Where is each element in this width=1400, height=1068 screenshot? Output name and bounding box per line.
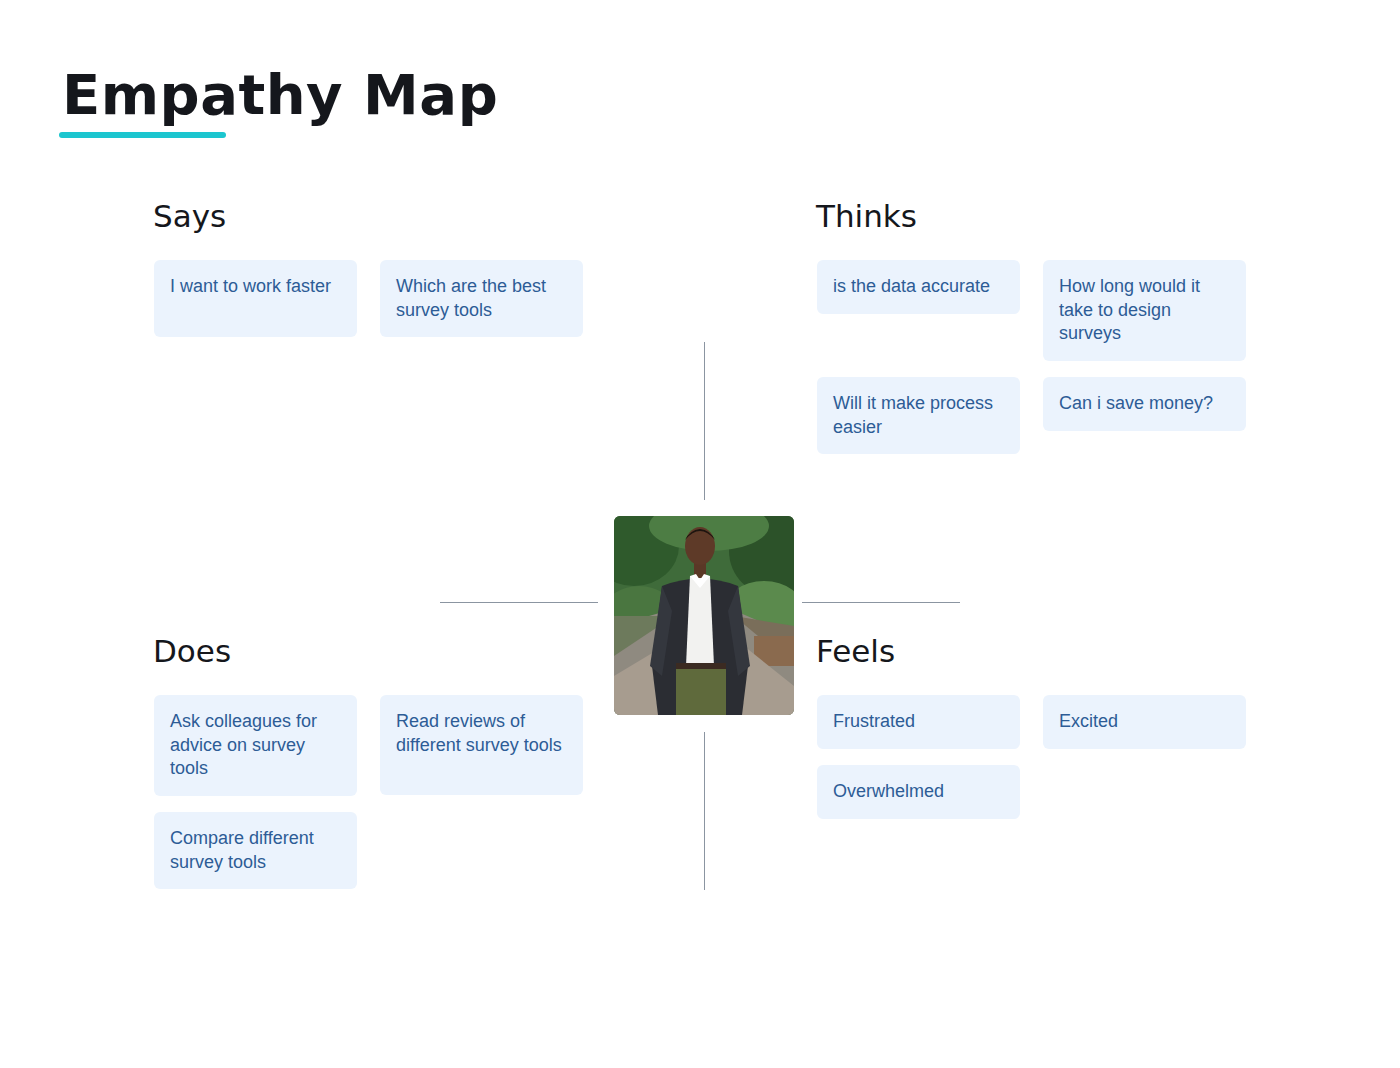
note-text: Which are the best survey tools: [396, 275, 569, 322]
note-text: Overwhelmed: [833, 780, 1006, 804]
sticky-note: Overwhelmed: [817, 765, 1020, 819]
note-text: Read reviews of different survey tools: [396, 710, 569, 757]
note-text: Compare different survey tools: [170, 827, 343, 874]
note-text: Will it make process easier: [833, 392, 1006, 439]
section-heading: Says: [153, 198, 226, 234]
note-text: is the data accurate: [833, 275, 1006, 299]
sticky-note: How long would it take to design surveys: [1043, 260, 1246, 361]
section-heading: Feels: [816, 633, 895, 669]
sticky-note: Ask colleagues for advice on survey tool…: [154, 695, 357, 796]
divider-line: [440, 602, 598, 603]
divider-line: [802, 602, 960, 603]
note-text: Ask colleagues for advice on survey tool…: [170, 710, 343, 781]
note-text: Excited: [1059, 710, 1232, 734]
sticky-note: Which are the best survey tools: [380, 260, 583, 337]
sticky-note: Can i save money?: [1043, 377, 1246, 431]
note-text: Frustrated: [833, 710, 1006, 734]
sticky-note: Excited: [1043, 695, 1246, 749]
sticky-note: Compare different survey tools: [154, 812, 357, 889]
sticky-note: I want to work faster: [154, 260, 357, 337]
divider-line: [704, 732, 705, 890]
divider-line: [704, 342, 705, 500]
sticky-note: Frustrated: [817, 695, 1020, 749]
note-text: Can i save money?: [1059, 392, 1232, 416]
section-heading: Does: [153, 633, 231, 669]
sticky-note: Will it make process easier: [817, 377, 1020, 454]
sticky-note: is the data accurate: [817, 260, 1020, 314]
map-title: Empathy Map: [62, 62, 498, 127]
title-underline: [59, 132, 226, 138]
note-text: I want to work faster: [170, 275, 343, 299]
sticky-note: Read reviews of different survey tools: [380, 695, 583, 795]
portrait-photo: [614, 516, 794, 715]
note-text: How long would it take to design surveys: [1059, 275, 1232, 346]
section-heading: Thinks: [816, 198, 917, 234]
